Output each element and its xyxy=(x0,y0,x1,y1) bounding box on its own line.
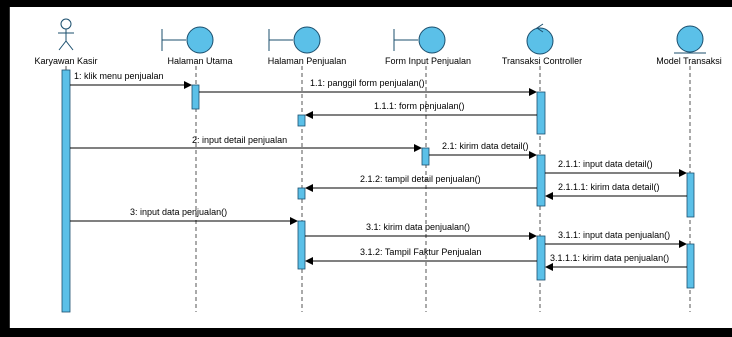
message-label: 2.1: kirim data detail() xyxy=(442,141,529,151)
participant-name: Halaman Utama xyxy=(167,56,232,66)
message-label: 1.1.1: form penjualan() xyxy=(374,101,465,111)
participant-name: Karyawan Kasir xyxy=(34,56,97,66)
message-label: 3.1: kirim data penjualan() xyxy=(366,222,470,232)
activation-bar xyxy=(536,154,546,207)
message-label: 1.1: panggil form penjualan() xyxy=(310,78,425,88)
boundary-icon xyxy=(161,26,214,54)
activation-bar xyxy=(686,243,695,289)
activation-bar xyxy=(61,69,71,313)
boundary-icon xyxy=(268,26,321,54)
participant-name: Halaman Penjualan xyxy=(268,56,347,66)
message-label: 2.1.1: input data detail() xyxy=(558,159,653,169)
activation-bar xyxy=(421,147,430,166)
message-label: 3.1.1: input data penjualan() xyxy=(558,230,670,240)
message-label: 2: input detail penjualan xyxy=(192,135,287,145)
message-label: 3.1.2: Tampil Faktur Penjualan xyxy=(360,247,481,257)
diagram-canvas: Karyawan Kasir Halaman Utama Halaman Pen… xyxy=(9,7,732,328)
participant-name: Form Input Penjualan xyxy=(385,56,471,66)
activation-bar xyxy=(536,91,546,135)
actor-icon xyxy=(58,18,74,51)
message-label: 2.1.2: tampil detail penjualan() xyxy=(360,174,481,184)
activation-bar xyxy=(686,172,695,218)
message-label: 3.1.1.1: kirim data penjualan() xyxy=(550,253,669,263)
entity-icon xyxy=(674,25,706,54)
boundary-icon xyxy=(393,26,446,54)
participant-name: Transaksi Controller xyxy=(502,56,582,66)
message-label: 1: klik menu penjualan xyxy=(74,71,164,81)
activation-bar xyxy=(297,114,306,127)
participant-name: Model Transaksi xyxy=(656,56,722,66)
sequence-diagram: Karyawan Kasir Halaman Utama Halaman Pen… xyxy=(34,18,722,313)
activation-bar xyxy=(191,84,200,110)
activation-bar xyxy=(536,235,546,281)
message-label: 2.1.1.1: kirim data detail() xyxy=(558,182,660,192)
activation-bar xyxy=(297,187,306,200)
message-label: 3: input data penjualan() xyxy=(130,207,227,217)
activation-bar xyxy=(297,220,306,270)
control-icon xyxy=(526,23,554,55)
